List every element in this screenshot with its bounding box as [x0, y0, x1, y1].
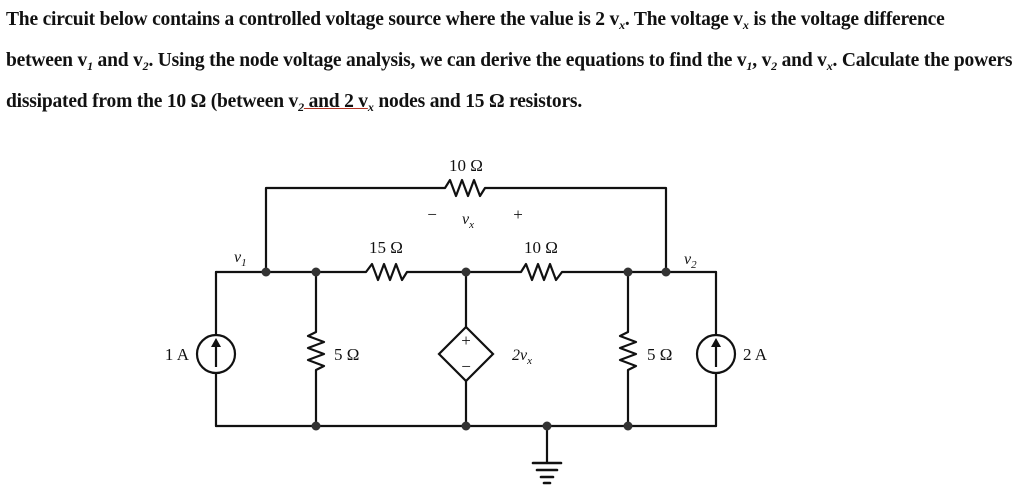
label-r-10-mid: 10 Ω: [524, 238, 558, 257]
label-dep-value: 2vx: [512, 347, 532, 367]
problem-statement: The circuit below contains a controlled …: [6, 9, 1013, 114]
label-vx: vx: [462, 211, 474, 231]
left-source-arrow-icon: [211, 338, 221, 347]
right-source-arrow-icon: [711, 338, 721, 347]
node-dot: [542, 421, 552, 431]
right-5ohm-branch: [618, 270, 638, 428]
label-vx-plus: +: [513, 205, 523, 224]
label-r-15: 15 Ω: [369, 238, 403, 257]
left-current-source: [195, 333, 237, 375]
node-dot: [461, 267, 471, 277]
left-5ohm-branch: [306, 270, 326, 428]
node-dot: [623, 421, 633, 431]
node-dot: [311, 267, 321, 277]
top-wire: [264, 178, 668, 274]
label-r-5-right: 5 Ω: [647, 345, 672, 364]
label-r-5-left: 5 Ω: [334, 345, 359, 364]
label-dep-plus: +: [461, 331, 471, 350]
label-node-v2: v2: [684, 251, 697, 271]
right-current-source: [695, 333, 737, 375]
node-dot: [261, 267, 271, 277]
node-dot: [311, 421, 321, 431]
label-r-top: 10 Ω: [449, 156, 483, 175]
label-src-left: 1 A: [165, 345, 190, 364]
dependent-voltage-source: [437, 325, 495, 383]
label-src-right: 2 A: [743, 345, 768, 364]
label-node-v1: v1: [234, 249, 247, 269]
label-dep-minus: −: [461, 357, 471, 376]
node-dot: [623, 267, 633, 277]
node-dot: [461, 421, 471, 431]
node-dot: [661, 267, 671, 277]
label-vx-minus: −: [427, 205, 437, 224]
